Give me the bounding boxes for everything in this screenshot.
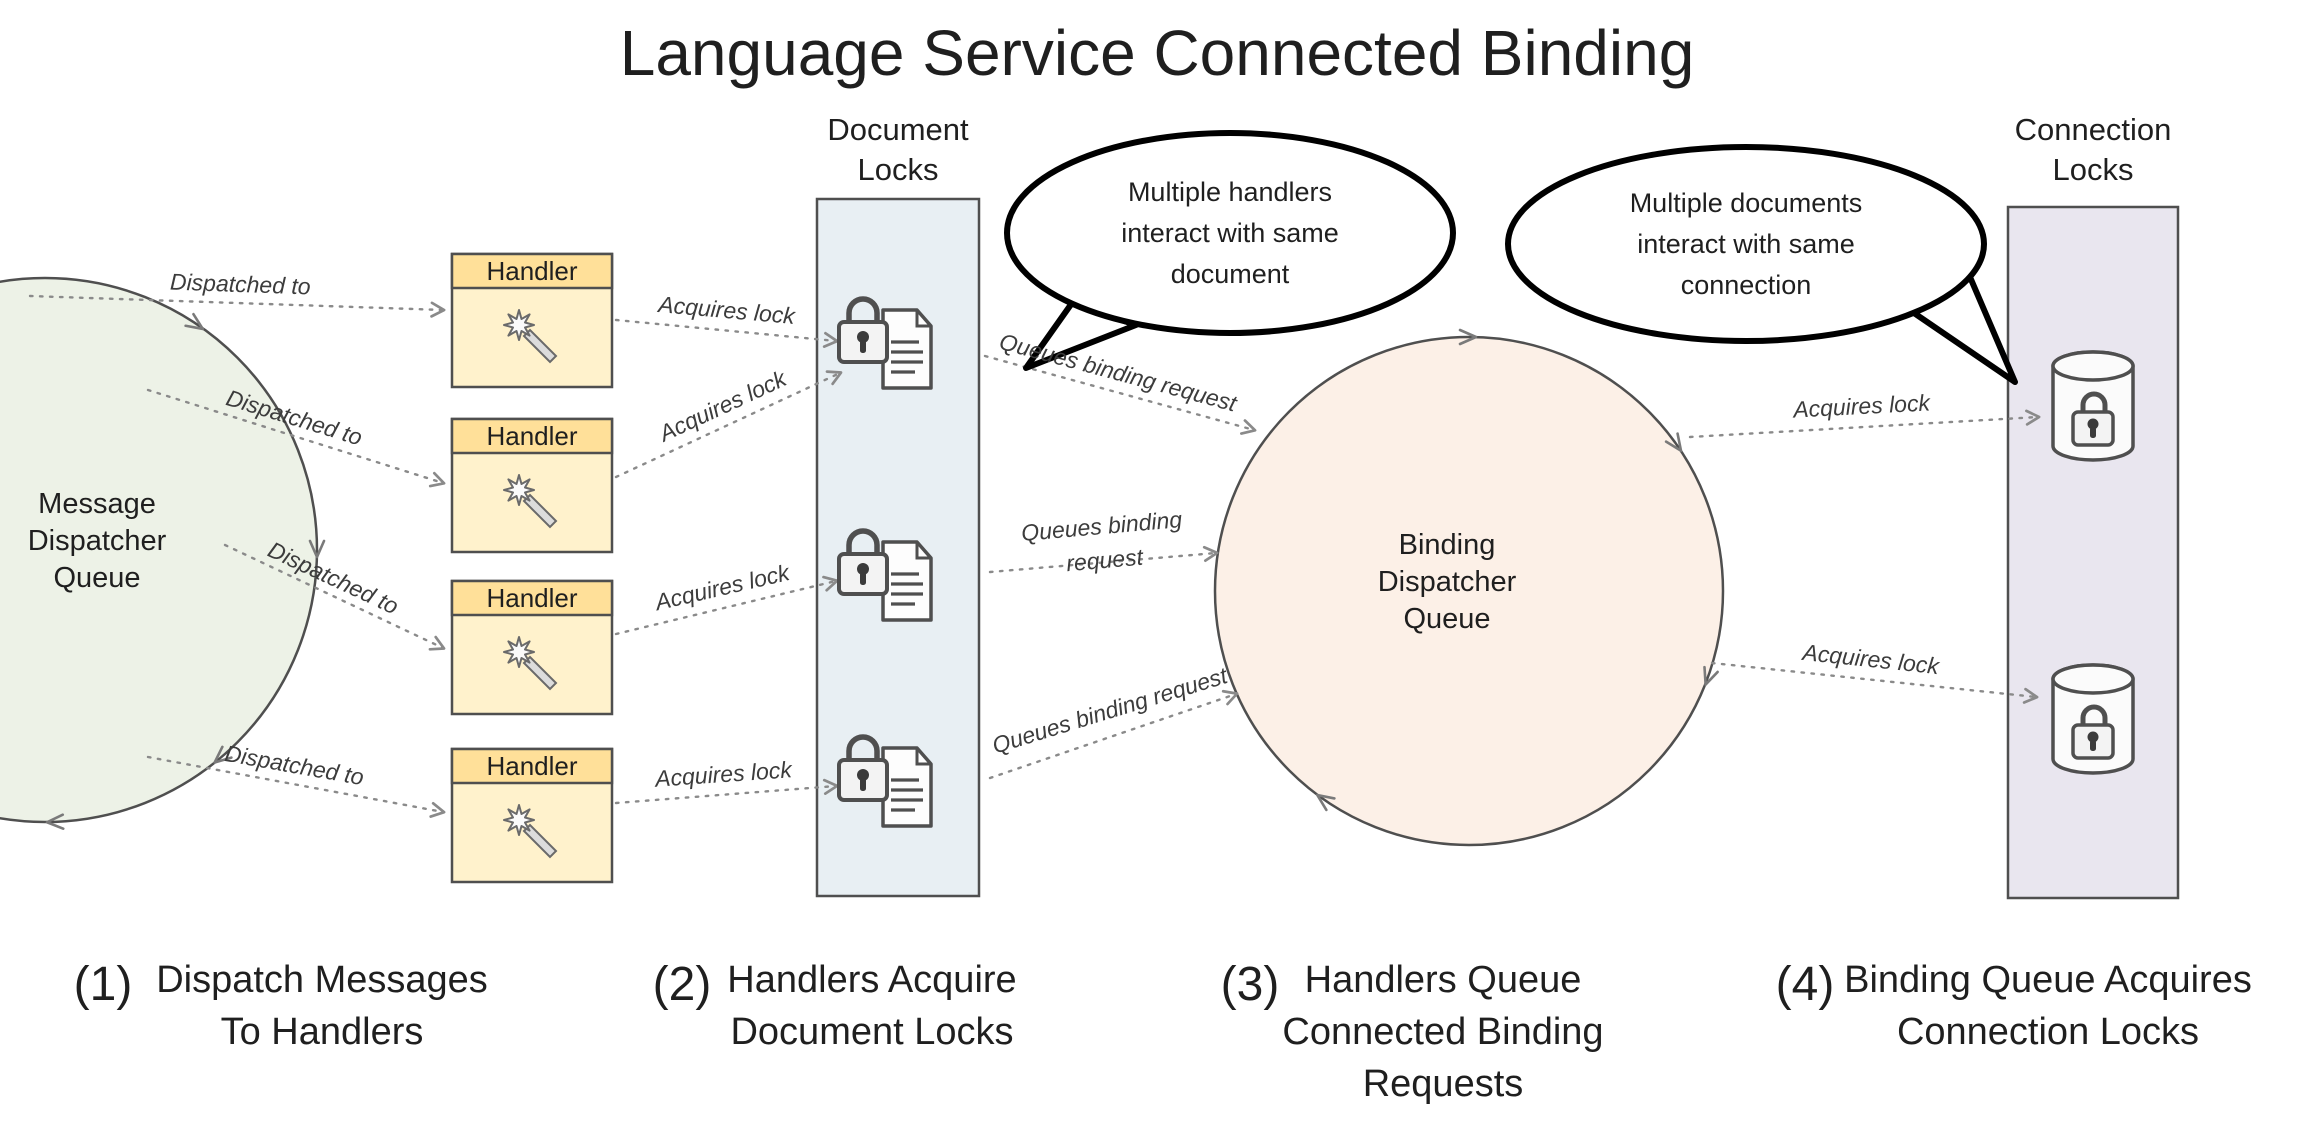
message-queue-rotation-arrow: [308, 539, 326, 559]
edge-label-acquires-connection-2: Acquires lock: [1799, 639, 1941, 680]
caption-4-line2: Connection Locks: [1897, 1011, 2199, 1053]
arrow-dispatched-3: [223, 543, 446, 651]
edge-label-acquires-lock-3: Acquires lock: [651, 559, 794, 616]
message-queue-rotation-arrow: [45, 813, 65, 830]
connection-locks-header-line2: Locks: [2053, 152, 2134, 187]
binding-queue-rotation-arrow: [1664, 432, 1683, 453]
edge-label-queues-binding-1: Queues binding request: [997, 328, 1241, 417]
connection-locks-header-line1: Connection: [2015, 112, 2172, 147]
document-locks-header-line2: Locks: [858, 152, 939, 187]
caption-4: (4) Binding Queue Acquires Connection Lo…: [1776, 958, 2252, 1053]
speech-bubble-documents: Multiple documents interact with same co…: [1505, 144, 2018, 385]
binding-queue-label-line2: Dispatcher: [1378, 566, 1517, 598]
message-queue-label-line2: Dispatcher: [28, 525, 167, 557]
handler-box-4: [450, 747, 614, 884]
handler-label-3: Handler: [486, 583, 577, 613]
handler-box-2: [450, 417, 614, 554]
binding-queue-rotation-arrow: [1458, 328, 1478, 346]
caption-2-line2: Document Locks: [730, 1011, 1013, 1053]
edge-label-queues-binding-3: Queues binding request: [989, 662, 1232, 759]
diagram-title: Language Service Connected Binding: [620, 17, 1695, 89]
handler-label-4: Handler: [486, 751, 577, 781]
bubble-documents-line2: interact with same: [1637, 229, 1855, 259]
message-queue-label-line1: Message: [38, 488, 156, 520]
arrow-acquires-connection-1: [1688, 409, 2041, 439]
handler-box-1: [450, 252, 614, 389]
arrow-dispatched-1: [28, 294, 446, 318]
edge-label-acquires-lock-4: Acquires lock: [652, 756, 794, 792]
arrow-queues-binding-1: [983, 354, 1257, 435]
binding-dispatcher-queue-circle: [1213, 335, 1725, 847]
edge-label-dispatched-4: Dispatched to: [223, 740, 366, 790]
edge-label-dispatched-1: Dispatched to: [170, 269, 312, 300]
binding-queue-label-line1: Binding: [1399, 529, 1496, 561]
bubble-handlers-line3: document: [1171, 259, 1290, 289]
caption-1-line1: Dispatch Messages: [156, 959, 488, 1001]
connection-locks-panel: [2006, 205, 2180, 900]
caption-3-line2: Connected Binding: [1282, 1011, 1603, 1053]
edge-label-acquires-connection-1: Acquires lock: [1791, 389, 1932, 422]
document-locks-header-line1: Document: [827, 112, 969, 147]
message-queue-label-line3: Queue: [53, 562, 140, 594]
caption-2-number: (2): [653, 958, 712, 1011]
arrow-dispatched-4: [146, 755, 446, 818]
caption-3-line1: Handlers Queue: [1305, 959, 1582, 1001]
caption-1-line2: To Handlers: [221, 1011, 424, 1053]
arrow-acquires-lock-4: [614, 778, 839, 805]
handler-box-3: [450, 579, 614, 716]
arrow-acquires-lock-2: [614, 370, 843, 479]
connection-lock-icon-2: [2053, 665, 2133, 773]
message-queue-rotation-arrow: [184, 312, 205, 331]
caption-4-line1: Binding Queue Acquires: [1844, 959, 2252, 1001]
handler-label-2: Handler: [486, 421, 577, 451]
binding-queue-rotation-arrow: [1315, 793, 1336, 812]
caption-4-number: (4): [1776, 958, 1835, 1011]
message-dispatcher-queue-circle: [0, 276, 319, 824]
arrow-dispatched-2: [146, 388, 446, 488]
bubble-handlers-line1: Multiple handlers: [1128, 177, 1332, 207]
caption-3-line3: Requests: [1363, 1063, 1524, 1105]
binding-queue-rotation-arrow: [1703, 665, 1719, 686]
binding-queue-label-line3: Queue: [1403, 603, 1490, 635]
arrow-acquires-connection-2: [1710, 661, 2039, 704]
caption-2: (2) Handlers Acquire Document Locks: [653, 958, 1017, 1053]
edge-label-queues-binding-2-line1: Queues binding: [1020, 506, 1183, 546]
handler-label-1: Handler: [486, 256, 577, 286]
arrow-queues-binding-2: [988, 545, 1219, 574]
caption-1: (1) Dispatch Messages To Handlers: [74, 958, 488, 1053]
bubble-documents-line3: connection: [1681, 270, 1812, 300]
edge-label-queues-binding-2: Queues binding request: [1020, 506, 1183, 576]
bubble-documents-line1: Multiple documents: [1630, 188, 1863, 218]
edge-label-queues-binding-2-line2: request: [1065, 543, 1145, 576]
speech-bubble-handlers: Multiple handlers interact with same doc…: [1004, 130, 1456, 371]
edge-label-acquires-lock-1: Acquires lock: [655, 291, 797, 329]
connection-lock-icon-1: [2053, 352, 2133, 460]
bubble-handlers-line2: interact with same: [1121, 218, 1339, 248]
arrow-acquires-lock-1: [614, 318, 839, 349]
arrow-acquires-lock-3: [614, 575, 839, 636]
caption-1-number: (1): [74, 958, 133, 1011]
arrow-queues-binding-3: [988, 689, 1239, 780]
caption-3: (3) Handlers Queue Connected Binding Req…: [1221, 958, 1604, 1105]
caption-3-number: (3): [1221, 958, 1280, 1011]
message-queue-rotation-arrow: [213, 745, 233, 764]
caption-2-line1: Handlers Acquire: [727, 959, 1016, 1001]
